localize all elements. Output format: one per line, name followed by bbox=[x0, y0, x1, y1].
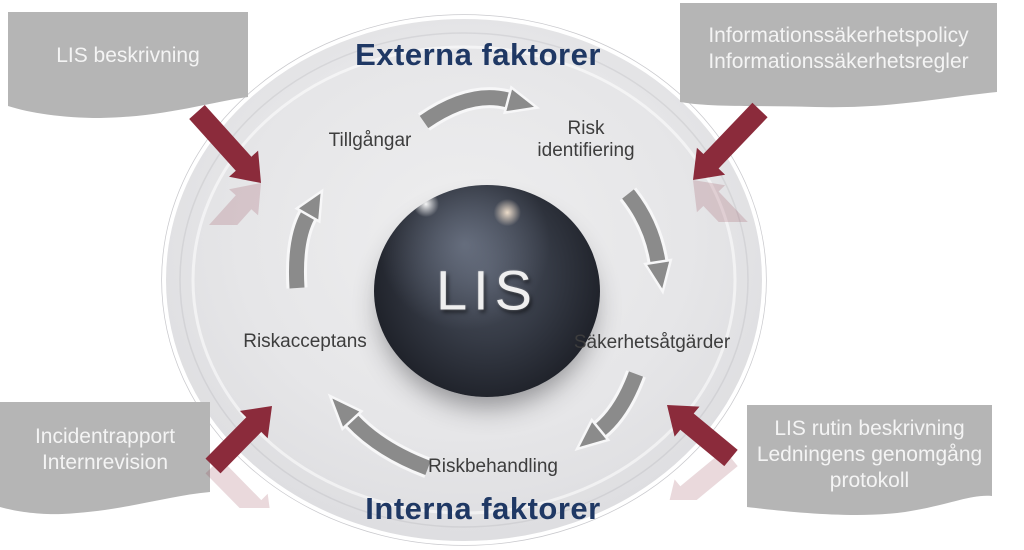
red-arrow-top-left-icon bbox=[189, 105, 261, 183]
banner-bottom-left-text: Incidentrapport Internrevision bbox=[0, 402, 210, 497]
banner-line: Informationssäkerhetsregler bbox=[708, 50, 969, 73]
banner-bottom-left-shape bbox=[0, 402, 210, 515]
cycle-label-tillgangar: Tillgångar bbox=[328, 130, 412, 151]
red-arrows-group bbox=[189, 102, 768, 508]
red-arrow-bottom-left-icon-reflection bbox=[205, 466, 270, 508]
banner-top-right-text: Informationssäkerhetspolicy Informations… bbox=[680, 3, 997, 95]
banner-line: Incidentrapport bbox=[34, 424, 176, 448]
cycle-arrow-riskidentifiering-to-sakerhetsatgarder bbox=[619, 187, 673, 295]
zone-title-interna: Interna faktorer bbox=[365, 491, 601, 526]
zone-title-externa: Externa faktorer bbox=[355, 37, 601, 72]
cycle-arrow-tillgangar-to-riskidentifiering bbox=[418, 85, 541, 131]
banner-top-left-text: LIS beskrivning bbox=[8, 12, 248, 100]
cycle-label-riskbehandling: Riskbehandling bbox=[428, 456, 558, 477]
red-arrow-top-right-icon bbox=[693, 102, 768, 180]
cycle-disc-faint-ring bbox=[179, 32, 749, 528]
red-arrow-bottom-left-icon bbox=[205, 406, 272, 474]
cycle-label-risk-identifiering: Risk identifiering bbox=[537, 118, 635, 161]
cycle-arrow-riskacceptans-to-tillgangar bbox=[286, 188, 324, 289]
banner-top-left-shape bbox=[8, 12, 248, 118]
cycle-arrow-sakerhetsatgarder-to-riskbehandling bbox=[574, 370, 646, 452]
cycle-label-sakerhetsatgarder: Säkerhetsåtgärder bbox=[573, 332, 731, 353]
banner-bottom-right-shape bbox=[747, 405, 992, 515]
banner-line: Internrevision bbox=[41, 450, 169, 474]
red-arrow-bottom-right-icon-reflection bbox=[669, 458, 738, 500]
lis-sphere bbox=[374, 185, 600, 397]
lis-center-label: LIS bbox=[435, 258, 539, 322]
banner-line: LIS beskrivning bbox=[56, 44, 200, 67]
cycle-disc-inner-ring bbox=[191, 45, 737, 515]
cycle-label-riskacceptans: Riskacceptans bbox=[243, 331, 367, 352]
cycle-arrow-riskbehandling-to-riskacceptans bbox=[327, 393, 432, 478]
banner-line: LIS rutin beskrivning bbox=[774, 417, 965, 440]
red-arrow-top-left-icon-reflection bbox=[209, 183, 261, 225]
banner-line: Ledningens genomgång bbox=[756, 443, 983, 466]
banner-line: protokoll bbox=[829, 469, 910, 492]
banner-top-right-shape bbox=[680, 3, 997, 108]
red-arrow-bottom-right-icon bbox=[667, 405, 738, 467]
red-arrow-top-right-icon-reflection bbox=[693, 180, 748, 222]
banner-line: Informationssäkerhetspolicy bbox=[708, 24, 969, 47]
banner-bottom-right-text: LIS rutin beskrivning Ledningens genomgå… bbox=[747, 405, 992, 505]
